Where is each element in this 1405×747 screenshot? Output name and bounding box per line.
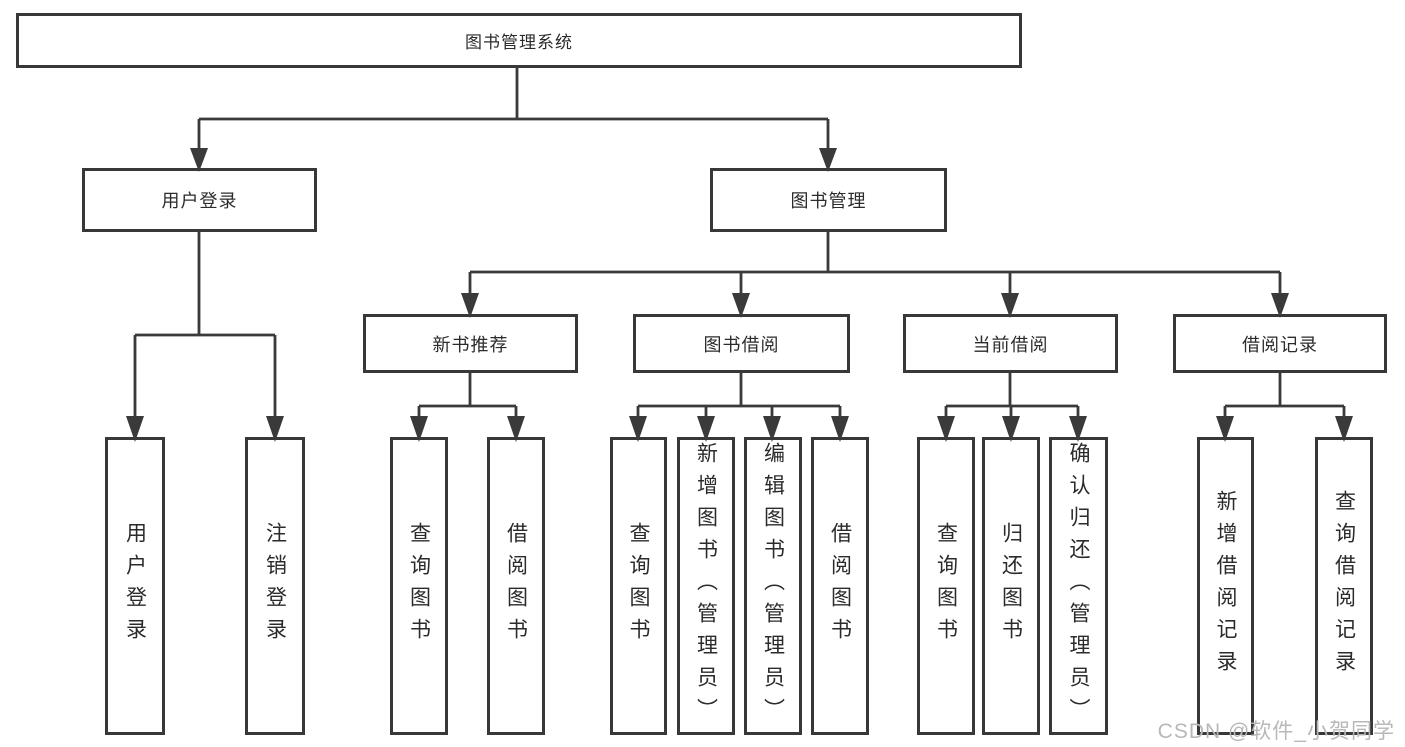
node-label: 图书借阅 — [703, 334, 780, 355]
leaf-query-books-recommend: 查询图书 — [390, 437, 448, 735]
node-library-management-system: 图书管理系统 — [16, 13, 1022, 68]
leaf-add-book-admin: 新增图书（管理员） — [677, 437, 735, 735]
node-label: 新书推荐 — [432, 334, 509, 355]
leaf-label: 查询图书 — [407, 522, 431, 650]
node-label: 用户登录 — [161, 191, 238, 211]
leaf-edit-book-admin: 编辑图书（管理员） — [744, 437, 802, 735]
node-label: 借阅记录 — [1242, 334, 1318, 355]
leaf-return-books: 归还图书 — [982, 437, 1040, 735]
node-current-borrow: 当前借阅 — [903, 314, 1118, 373]
leaf-label: 借阅图书 — [828, 522, 852, 650]
leaf-label: 借阅图书 — [504, 522, 528, 650]
leaf-label: 编辑图书（管理员） — [761, 442, 785, 730]
csdn-watermark: CSDN @软件_小贺同学 — [1157, 720, 1395, 743]
node-user-login: 用户登录 — [82, 168, 317, 232]
leaf-query-borrow-record: 查询借阅记录 — [1315, 437, 1373, 735]
leaf-label: 查询图书 — [627, 522, 650, 650]
node-label: 图书管理 — [790, 191, 867, 211]
leaf-borrow-books: 借阅图书 — [811, 437, 869, 735]
leaf-query-books-borrow: 查询图书 — [610, 437, 667, 735]
leaf-label: 注销登录 — [263, 522, 287, 650]
leaf-label: 新增借阅记录 — [1214, 490, 1237, 682]
node-borrow-records: 借阅记录 — [1173, 314, 1387, 373]
leaf-borrow-books-recommend: 借阅图书 — [487, 437, 545, 735]
leaf-add-borrow-record: 新增借阅记录 — [1197, 437, 1254, 735]
leaf-logout: 注销登录 — [245, 437, 305, 735]
leaf-query-books-current: 查询图书 — [917, 437, 975, 735]
node-label: 图书管理系统 — [465, 33, 573, 52]
leaf-label: 确认归还（管理员） — [1067, 442, 1090, 730]
node-label: 当前借阅 — [972, 334, 1049, 355]
leaf-confirm-return-admin: 确认归还（管理员） — [1049, 437, 1108, 735]
node-book-borrow: 图书借阅 — [633, 314, 850, 373]
leaf-label: 新增图书（管理员） — [694, 442, 718, 730]
leaf-label: 用户登录 — [123, 522, 147, 650]
leaf-label: 查询图书 — [934, 522, 958, 650]
node-new-book-recommend: 新书推荐 — [363, 314, 578, 373]
node-book-management: 图书管理 — [710, 168, 947, 232]
leaf-label: 查询借阅记录 — [1332, 490, 1356, 682]
leaf-label: 归还图书 — [999, 522, 1023, 650]
leaf-user-login: 用户登录 — [105, 437, 165, 735]
